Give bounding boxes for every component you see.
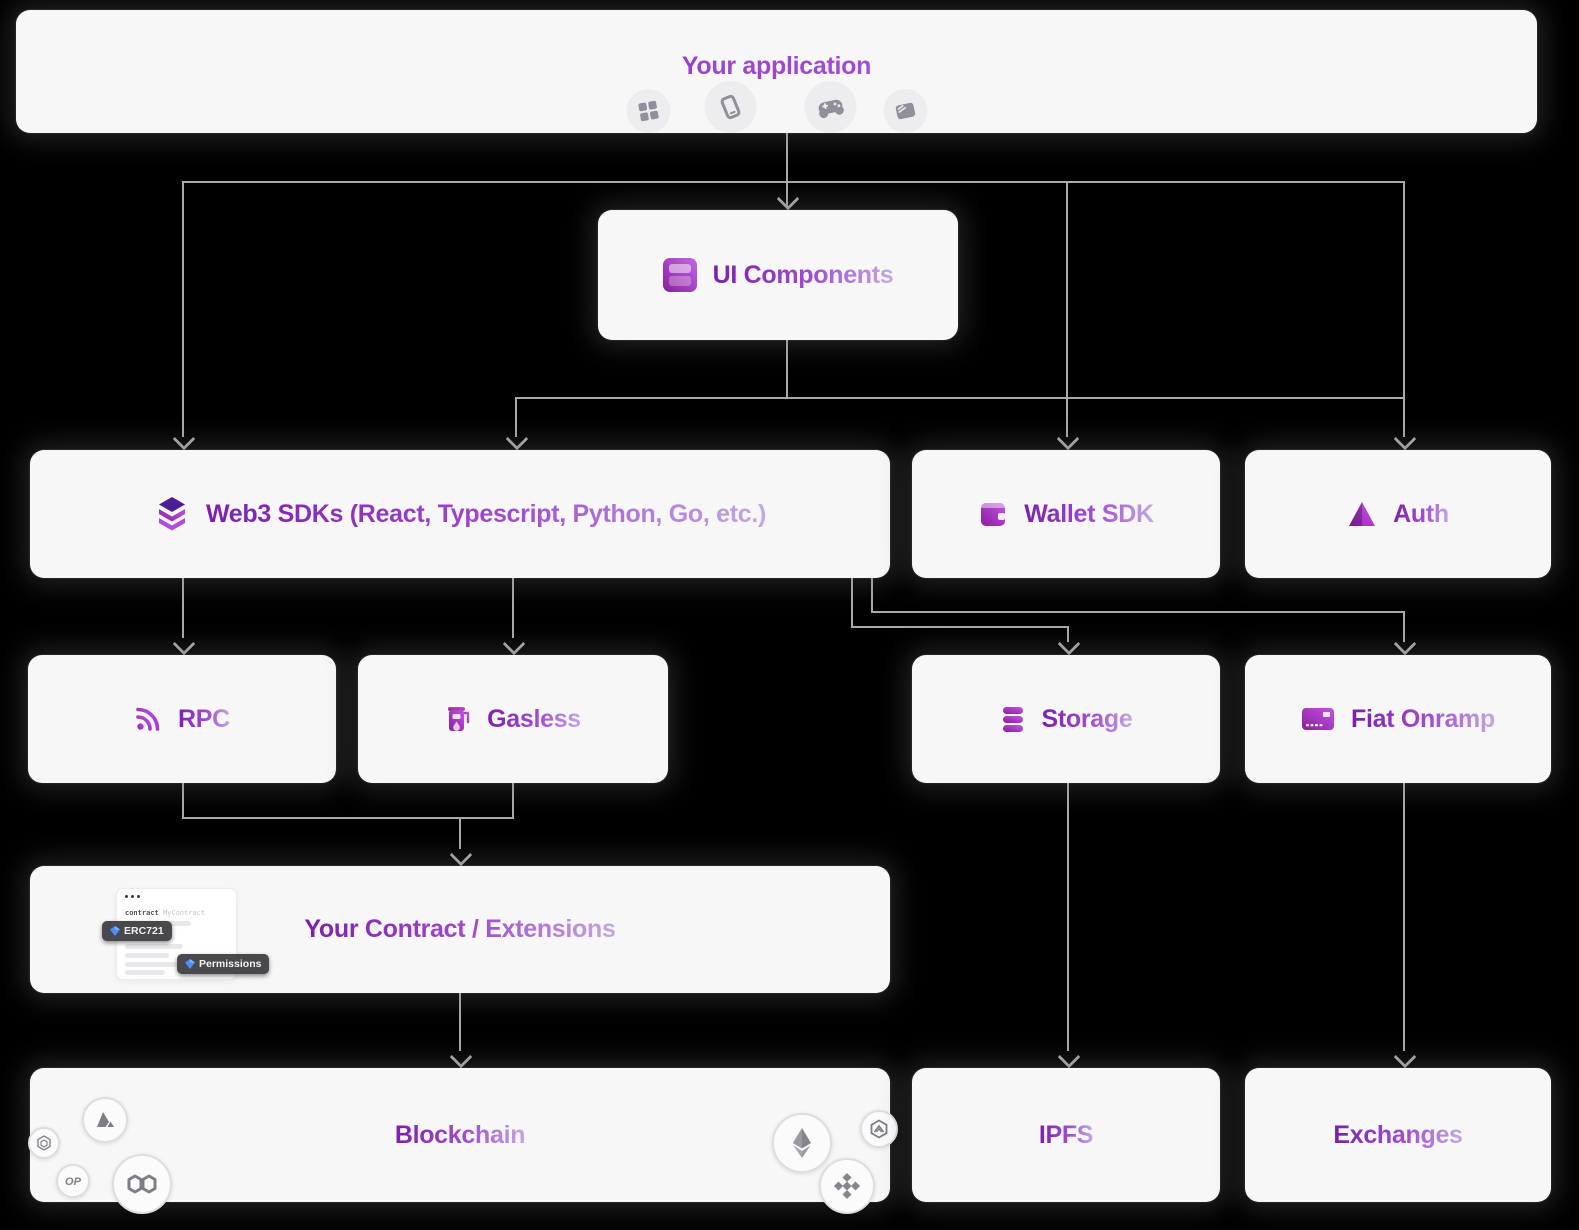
connector bbox=[851, 578, 853, 628]
node-fiat-onramp: Fiat Onramp bbox=[1245, 655, 1551, 783]
connector bbox=[871, 611, 1405, 613]
window-dots-icon bbox=[125, 895, 140, 898]
connector bbox=[1403, 181, 1405, 437]
code-name: MyContract bbox=[162, 909, 206, 917]
gamepad-icon bbox=[804, 81, 856, 133]
connector bbox=[1403, 783, 1405, 1051]
connector bbox=[786, 133, 788, 206]
arrowhead bbox=[776, 187, 800, 211]
connector bbox=[851, 626, 1069, 628]
node-label: Exchanges bbox=[1333, 1120, 1463, 1149]
rss-icon bbox=[134, 705, 162, 733]
smartphone-icon bbox=[704, 81, 756, 133]
connector bbox=[515, 397, 517, 437]
connector bbox=[182, 817, 514, 819]
arrowhead bbox=[449, 843, 473, 867]
arrowhead bbox=[172, 632, 196, 656]
code-bar bbox=[125, 962, 177, 967]
bnb-icon bbox=[819, 1158, 875, 1214]
connector bbox=[1066, 181, 1068, 437]
database-icon bbox=[1000, 704, 1026, 734]
node-label: Your application bbox=[16, 52, 1537, 81]
connector bbox=[512, 783, 514, 819]
ui-components-icon bbox=[662, 258, 697, 292]
connector bbox=[182, 181, 184, 437]
connector bbox=[182, 578, 184, 638]
badge-label: Permissions bbox=[199, 958, 262, 970]
triangle-icon bbox=[1347, 500, 1377, 528]
connector bbox=[1067, 783, 1069, 1051]
arrowhead bbox=[1393, 1045, 1417, 1069]
hexagon-chain-icon bbox=[28, 1127, 60, 1159]
node-label: Storage bbox=[1041, 704, 1133, 733]
node-label: UI Components bbox=[712, 260, 894, 289]
gem-icon bbox=[110, 926, 120, 936]
connector bbox=[515, 397, 1405, 399]
connector bbox=[182, 783, 184, 819]
node-label: Wallet SDK bbox=[1024, 499, 1154, 528]
connector bbox=[459, 817, 461, 849]
code-bar bbox=[125, 944, 183, 949]
browser-window-icon bbox=[883, 89, 927, 133]
node-exchanges: Exchanges bbox=[1245, 1068, 1551, 1202]
node-storage: Storage bbox=[912, 655, 1220, 783]
arrowhead bbox=[1057, 632, 1081, 656]
node-your-contract: Your Contract / Extensions contract MyCo… bbox=[30, 866, 890, 993]
credit-card-icon bbox=[1301, 706, 1335, 732]
code-bar bbox=[125, 970, 165, 975]
node-label: Web3 SDKs (React, Typescript, Python, Go… bbox=[205, 499, 767, 528]
arrowhead bbox=[505, 427, 529, 451]
node-label: Your Contract / Extensions bbox=[304, 915, 616, 943]
node-gasless: Gasless bbox=[358, 655, 668, 783]
layers-icon bbox=[154, 497, 190, 531]
code-bar bbox=[125, 953, 169, 958]
ethereum-icon bbox=[772, 1113, 832, 1173]
arrowhead bbox=[449, 1045, 473, 1069]
contract-code-line: contract MyContract bbox=[125, 909, 205, 917]
arrowhead bbox=[1393, 632, 1417, 656]
connector bbox=[1067, 626, 1069, 642]
arrowhead bbox=[1393, 427, 1417, 451]
node-your-application: Your application bbox=[16, 10, 1537, 133]
node-auth: Auth bbox=[1245, 450, 1551, 578]
arrowhead bbox=[1057, 1045, 1081, 1069]
grid-icon bbox=[626, 89, 670, 133]
connector bbox=[182, 181, 1405, 183]
connector bbox=[459, 993, 461, 1051]
connector bbox=[1403, 611, 1405, 642]
optimism-icon: OP bbox=[56, 1164, 90, 1198]
arrowhead bbox=[502, 632, 526, 656]
connector bbox=[512, 578, 514, 638]
connector bbox=[786, 340, 788, 398]
avalanche-icon bbox=[82, 1097, 128, 1143]
polygon-icon bbox=[112, 1154, 172, 1214]
gas-pump-icon bbox=[445, 705, 471, 733]
node-label: RPC bbox=[178, 704, 230, 733]
code-keyword: contract bbox=[125, 909, 159, 917]
arrowhead bbox=[172, 427, 196, 451]
svg-text:OP: OP bbox=[65, 1176, 82, 1188]
node-label: Gasless bbox=[487, 704, 581, 733]
connector bbox=[871, 578, 873, 613]
gem-icon bbox=[185, 959, 195, 969]
node-label: Fiat Onramp bbox=[1351, 704, 1495, 733]
arrowhead bbox=[1056, 427, 1080, 451]
node-ipfs: IPFS bbox=[912, 1068, 1220, 1202]
node-label: Blockchain bbox=[394, 1120, 526, 1149]
badge-permissions: Permissions bbox=[177, 954, 270, 974]
badge-label: ERC721 bbox=[124, 925, 164, 937]
node-wallet-sdk: Wallet SDK bbox=[912, 450, 1220, 578]
badge-erc721: ERC721 bbox=[102, 921, 172, 941]
hexagon-grid-icon bbox=[860, 1110, 898, 1148]
wallet-icon bbox=[978, 499, 1008, 529]
app-icon-row bbox=[626, 81, 927, 133]
node-rpc: RPC bbox=[28, 655, 336, 783]
node-ui-components: UI Components bbox=[598, 210, 958, 340]
node-blockchain: Blockchain OP bbox=[28, 1068, 898, 1214]
node-label: IPFS bbox=[1038, 1120, 1094, 1149]
node-web3-sdks: Web3 SDKs (React, Typescript, Python, Go… bbox=[30, 450, 890, 578]
node-label: Auth bbox=[1393, 499, 1449, 528]
